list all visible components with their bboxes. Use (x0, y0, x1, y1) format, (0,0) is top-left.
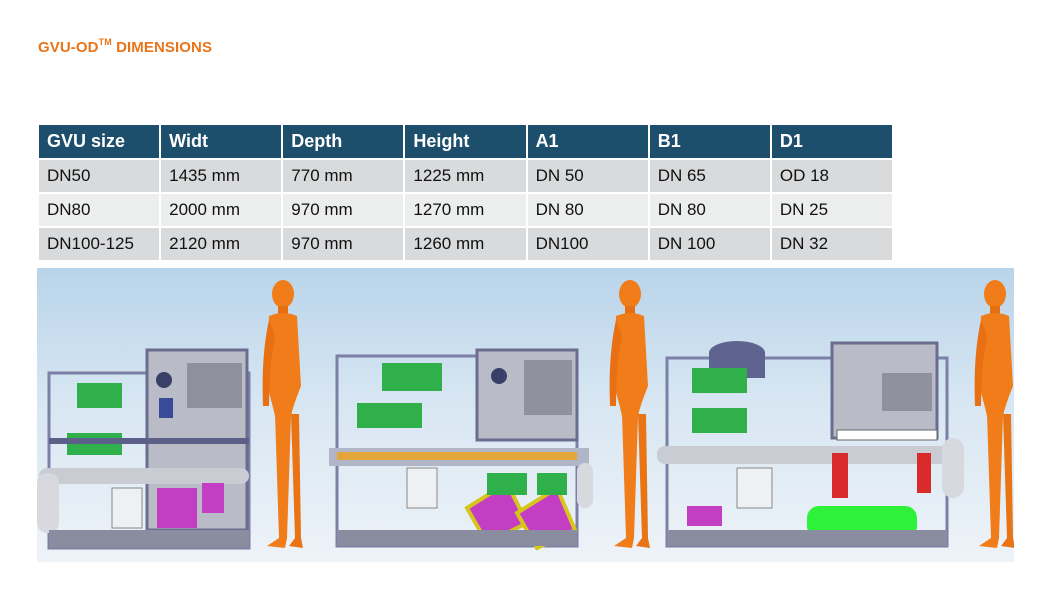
table-cell: DN50 (39, 160, 160, 194)
title-trademark: TM (98, 37, 112, 47)
table-header-row: GVU size Widt Depth Height A1 B1 D1 (39, 125, 892, 160)
table-row: DN80 2000 mm 970 mm 1270 mm DN 80 DN 80 … (39, 194, 892, 228)
table-cell: 2120 mm (161, 228, 282, 262)
table-cell: DN 32 (771, 228, 892, 262)
table-cell: DN 25 (771, 194, 892, 228)
table-cell: 1435 mm (161, 160, 282, 194)
table-cell: DN 65 (649, 160, 770, 194)
header-width: Widt (161, 125, 282, 160)
table-cell: DN100 (527, 228, 648, 262)
header-a1: A1 (527, 125, 648, 160)
human-figure-1 (262, 280, 303, 548)
table-cell: 2000 mm (161, 194, 282, 228)
human-figure-3 (974, 280, 1014, 548)
table-row: DN50 1435 mm 770 mm 1225 mm DN 50 DN 65 … (39, 160, 892, 194)
table-cell: 1260 mm (405, 228, 526, 262)
table-cell: DN 80 (649, 194, 770, 228)
human-figure-2 (609, 280, 650, 548)
table-cell: 970 mm (283, 228, 404, 262)
title-main: GVU-OD (38, 39, 99, 56)
title-rest: DIMENSIONS (111, 39, 213, 56)
unit-dn100-125 (657, 341, 964, 548)
table-cell: DN 100 (649, 228, 770, 262)
table-cell: DN80 (39, 194, 160, 228)
table-cell: OD 18 (771, 160, 892, 194)
units-illustration (37, 268, 1014, 562)
page-title: GVU-ODTM DIMENSIONS (38, 37, 213, 56)
unit-dn50 (37, 348, 251, 550)
table-cell: DN 50 (527, 160, 648, 194)
table-cell: 1225 mm (405, 160, 526, 194)
table-cell: DN 80 (527, 194, 648, 228)
header-b1: B1 (649, 125, 770, 160)
table-cell: DN100-125 (39, 228, 160, 262)
header-depth: Depth (283, 125, 404, 160)
table-cell: 970 mm (283, 194, 404, 228)
table-cell: 1270 mm (405, 194, 526, 228)
table-row: DN100-125 2120 mm 970 mm 1260 mm DN100 D… (39, 228, 892, 262)
header-d1: D1 (771, 125, 892, 160)
unit-dn80 (329, 348, 593, 551)
table-cell: 770 mm (283, 160, 404, 194)
header-gvu-size: GVU size (39, 125, 160, 160)
header-height: Height (405, 125, 526, 160)
dimensions-table: GVU size Widt Depth Height A1 B1 D1 DN50… (37, 125, 894, 262)
